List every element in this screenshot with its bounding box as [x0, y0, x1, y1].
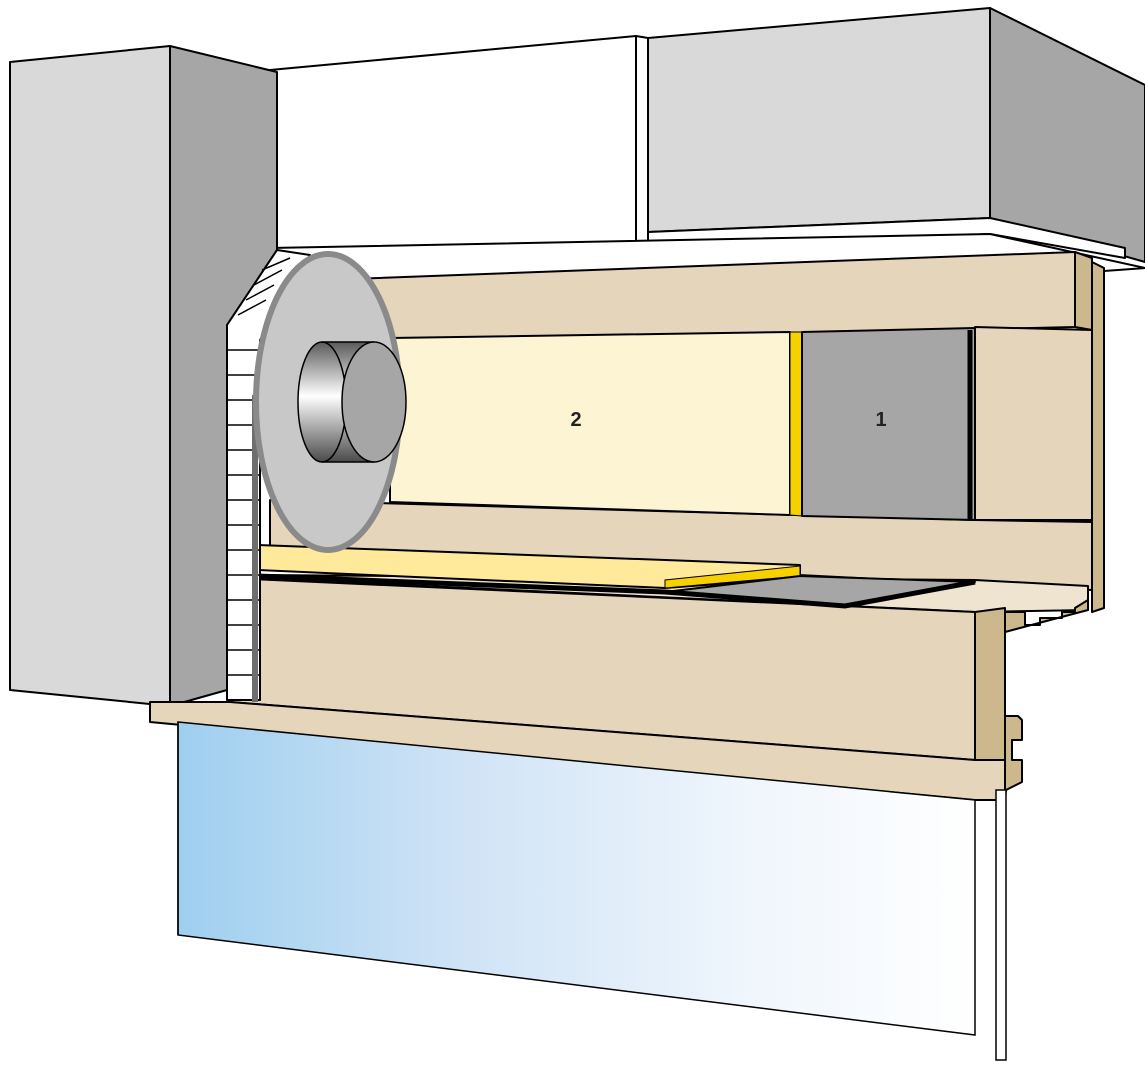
upper-wall	[269, 7, 1145, 283]
insulation-panels	[257, 327, 976, 609]
label-2: 2	[570, 409, 581, 431]
window-glass-icon	[177, 721, 1007, 1061]
roller-shutter-drum-icon	[253, 251, 407, 553]
shutter-box-frame	[149, 251, 1105, 801]
label-1: 1	[875, 409, 886, 431]
left-wall-pillar	[9, 45, 278, 707]
